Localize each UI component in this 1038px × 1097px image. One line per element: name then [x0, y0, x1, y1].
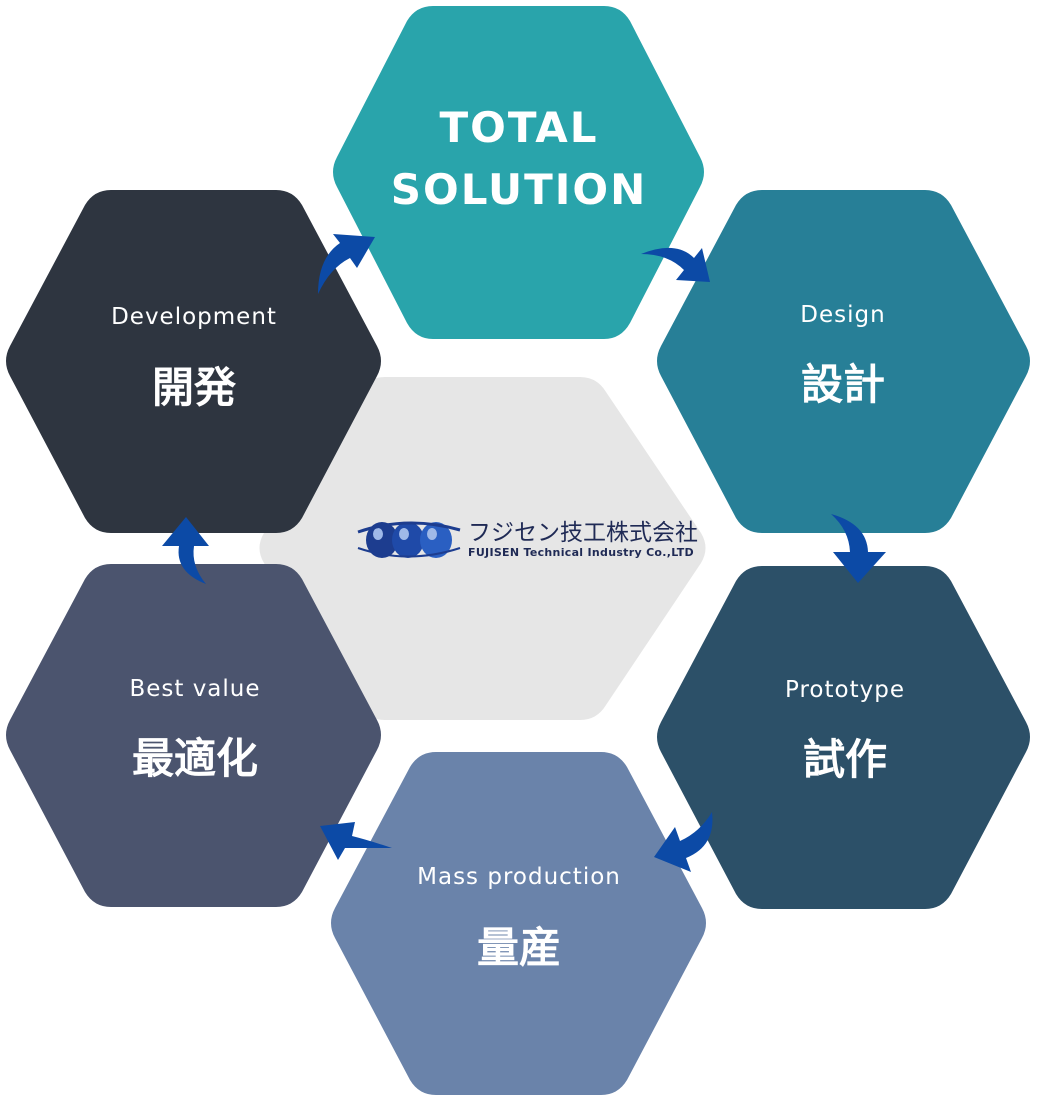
hex-design — [657, 190, 1030, 533]
mass-production-label-en: Mass production — [417, 864, 621, 890]
mass-production-label-jp: 量産 — [477, 923, 561, 972]
arrow-total-to-design-icon — [641, 247, 710, 282]
design-label-jp: 設計 — [801, 360, 885, 409]
prototype-label-jp: 試作 — [803, 735, 887, 784]
company-logo: フジセン技工株式会社 FUJISEN Technical Industry Co… — [357, 520, 698, 559]
hex-development — [6, 190, 381, 533]
logo-name-jp: フジセン技工株式会社 — [468, 520, 698, 546]
hex-prototype — [657, 566, 1030, 909]
prototype-label-en: Prototype — [785, 677, 905, 703]
hex-mass-production — [331, 752, 706, 1095]
hex-center — [259, 377, 706, 720]
total-solution-line2: SOLUTION — [391, 165, 647, 214]
best-value-label-en: Best value — [129, 676, 260, 702]
design-label-en: Design — [800, 302, 885, 328]
arrow-mass-to-best-icon — [320, 822, 392, 860]
development-label-jp: 開発 — [152, 363, 237, 412]
best-value-label-jp: 最適化 — [132, 734, 258, 783]
arrow-design-to-prototype-icon — [831, 514, 886, 583]
logo-name-en: FUJISEN Technical Industry Co.,LTD — [468, 546, 694, 559]
development-label-en: Development — [111, 304, 277, 330]
arrow-development-to-total-icon — [318, 234, 375, 294]
arrow-best-to-development-icon — [162, 517, 209, 584]
hex-total-solution — [333, 6, 704, 339]
logo-mark-icon — [357, 521, 461, 558]
total-solution-line1: TOTAL — [439, 103, 598, 152]
arrow-prototype-to-mass-icon — [654, 812, 713, 872]
hex-best-value — [6, 564, 381, 907]
